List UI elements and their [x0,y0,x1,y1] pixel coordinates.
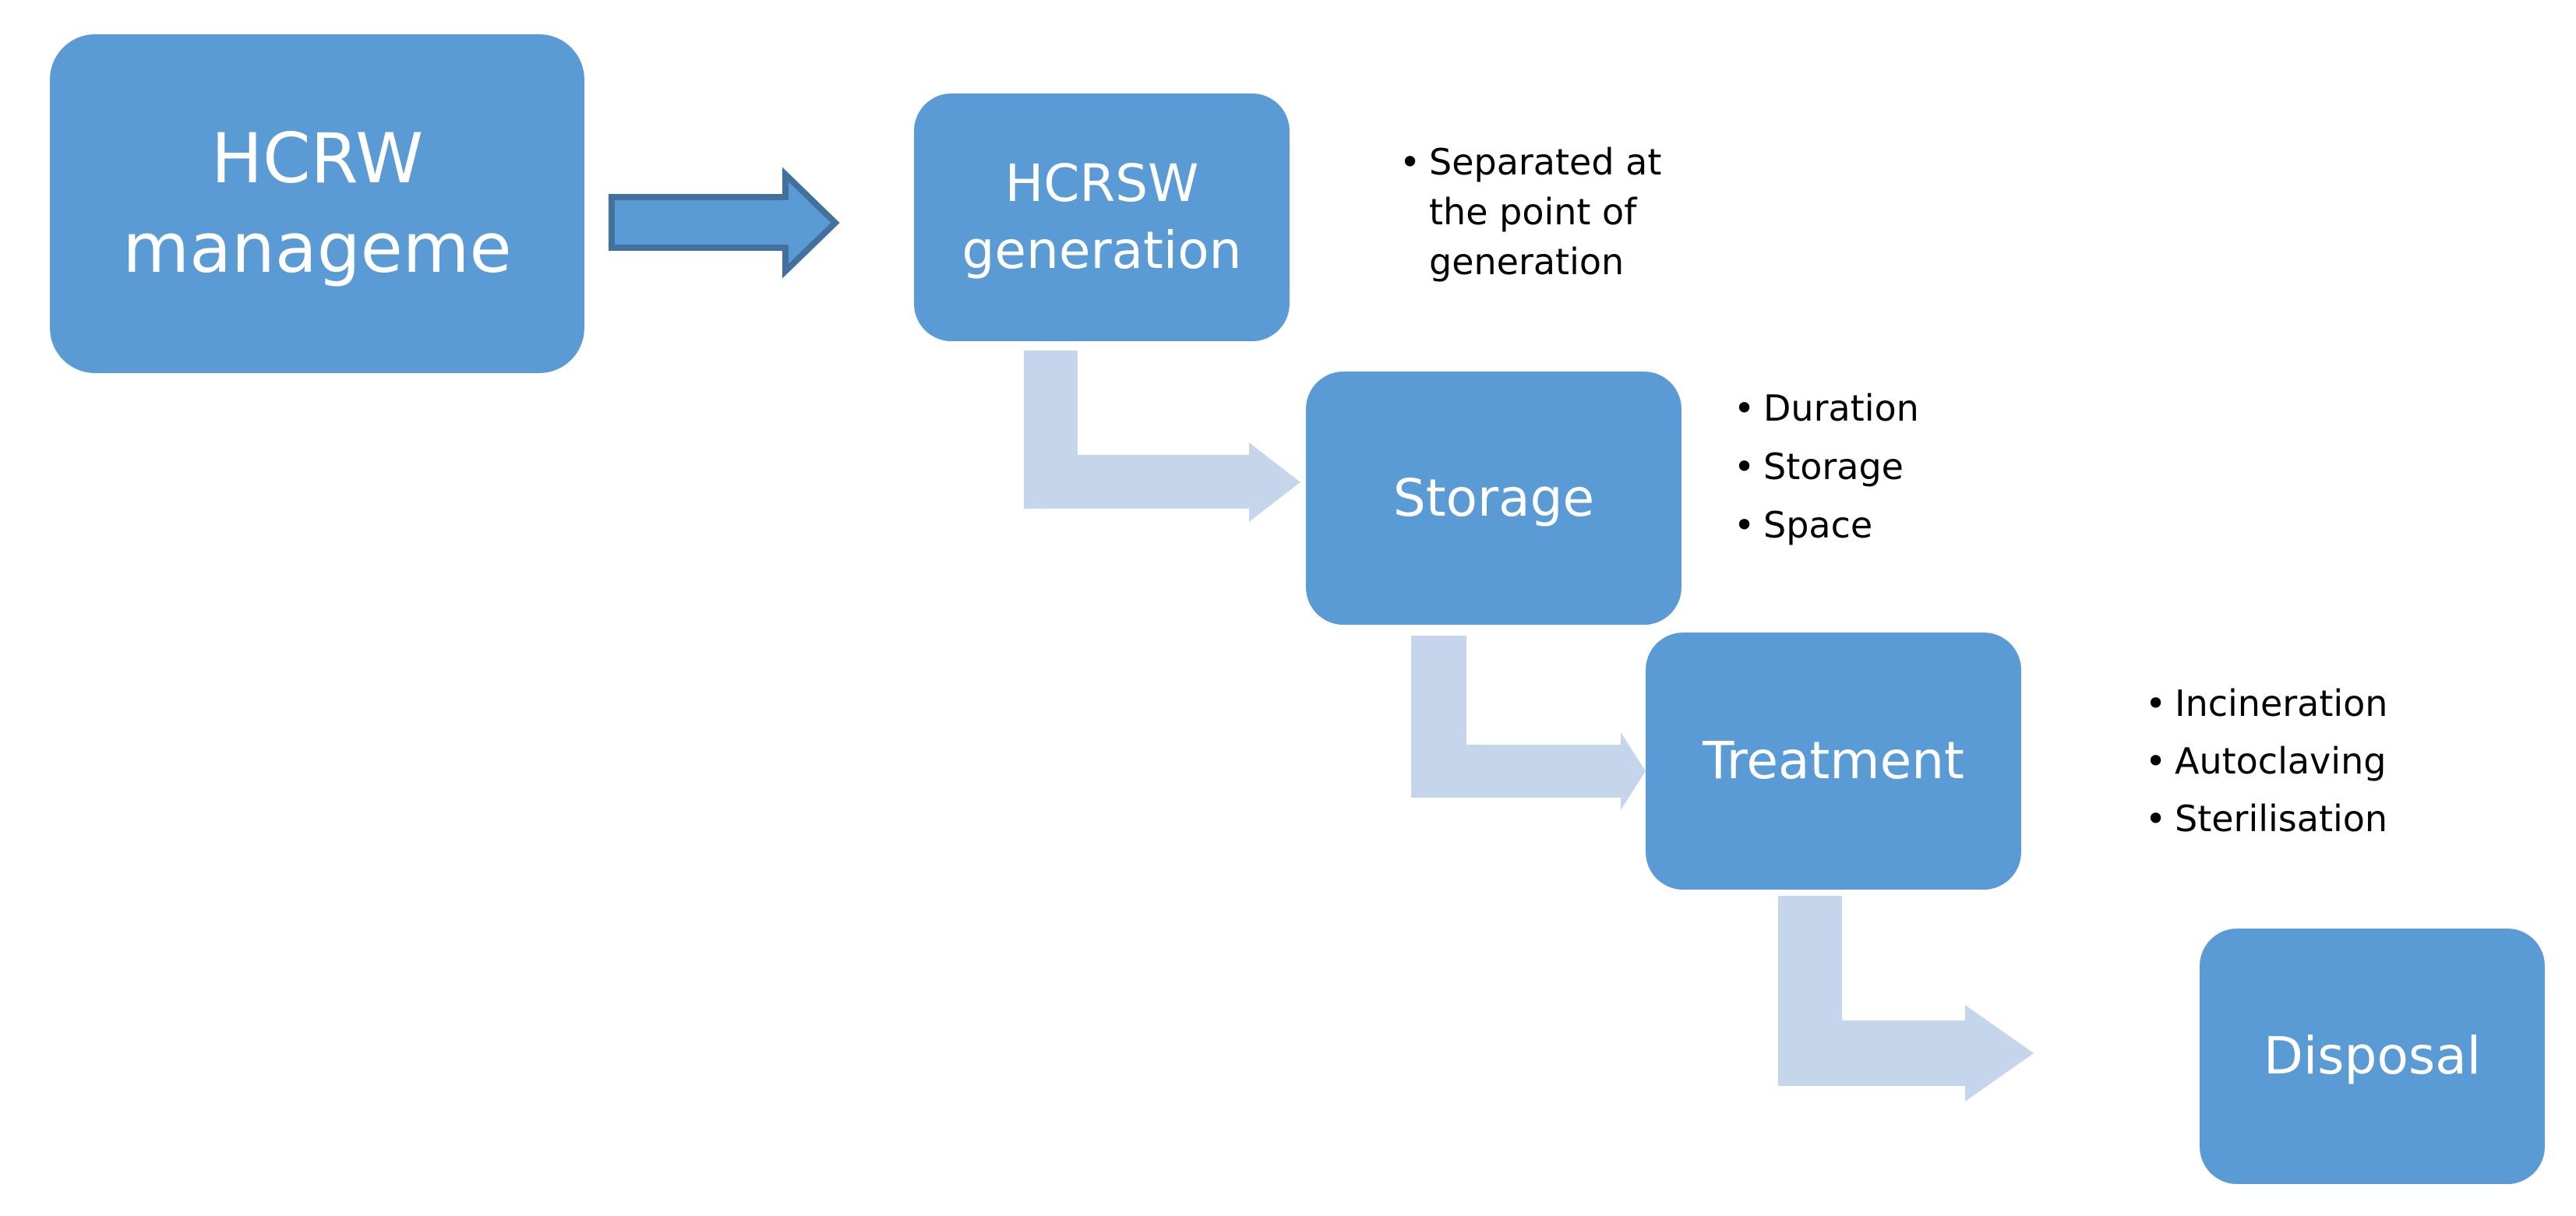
generation-note-line: Separated at [1429,141,1662,183]
treatment-note-item: Autoclaving [2145,732,2387,790]
storage-note-item: Duration [1734,379,1919,438]
generation-line1: HCRSW [1004,153,1199,214]
generation-note-line: generation [1429,241,1625,283]
generation-line2: generation [962,220,1242,280]
generation-box: HCRSW generation [914,93,1290,341]
generation-note-line: the point of [1429,191,1637,233]
disposal-box: Disposal [2200,929,2545,1184]
hcrw-management-box: HCRW manageme [50,34,584,373]
generation-notes: Separated at the point of generation [1399,137,1661,287]
storage-notes: Duration Storage Space [1734,379,1919,555]
storage-box: Storage [1306,372,1681,625]
treatment-box: Treatment [1646,633,2021,890]
bent-arrow-icon [1778,896,2034,1101]
treatment-label: Treatment [1703,731,1964,791]
bent-arrow-icon [1411,636,1646,810]
treatment-note-item: Sterilisation [2145,790,2387,848]
bent-arrow-icon [1024,351,1300,522]
hcrw-management-line1: HCRW [210,118,424,199]
disposal-label: Disposal [2264,1026,2481,1087]
treatment-note-item: Incineration [2145,675,2387,732]
right-block-arrow-icon [609,167,840,279]
storage-label: Storage [1392,467,1595,528]
treatment-notes: Incineration Autoclaving Sterilisation [2145,675,2387,848]
storage-note-item: Storage [1734,438,1919,496]
hcrw-management-line2: manageme [122,207,512,288]
generation-note-item: Separated at the point of generation [1399,137,1661,287]
storage-note-item: Space [1734,496,1919,555]
